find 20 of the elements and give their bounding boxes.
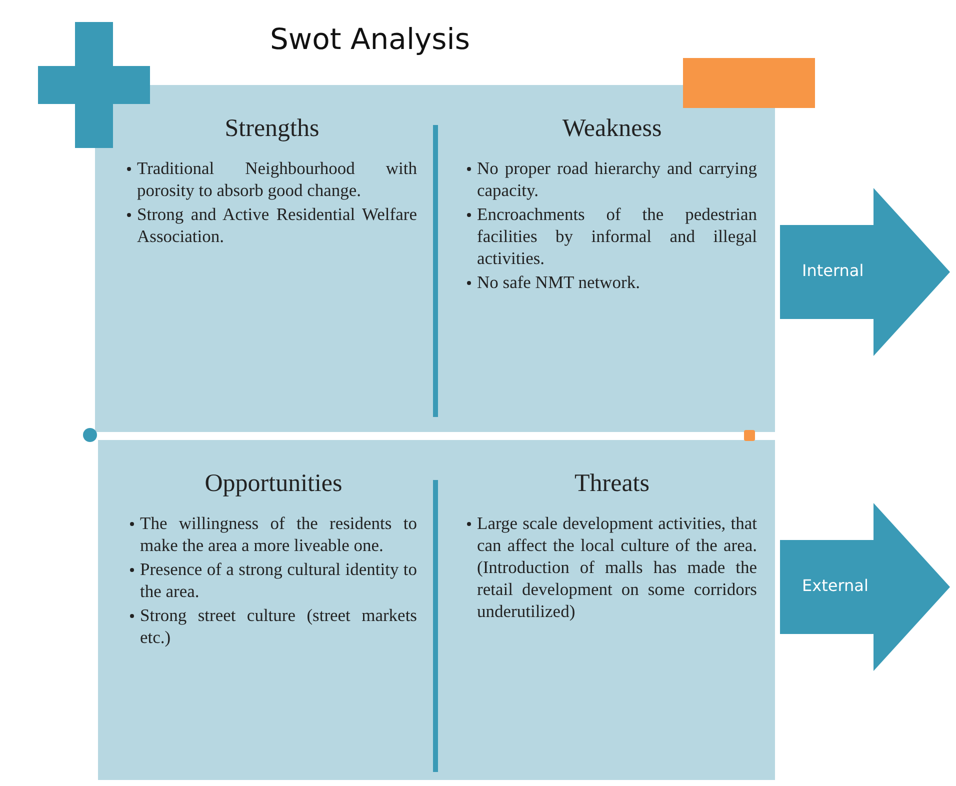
arrow-label: External xyxy=(802,576,868,595)
bullet-point: Traditional Neighbourhood with porosity to absorb good change. xyxy=(127,157,417,201)
bullet-point: Encroachments of the pedestrian facilities by informal and illegal activities. xyxy=(467,203,757,269)
quadrant-panel xyxy=(435,85,775,432)
bullet-point: Strong and Active Residential Welfare Association. xyxy=(127,203,417,247)
title: Swot Analysis xyxy=(270,22,470,56)
bullet-point: No proper road hierarchy and carrying capacity. xyxy=(467,157,757,201)
quadrant-heading: Strengths xyxy=(224,115,320,143)
quadrant-heading: Opportunities xyxy=(204,470,344,498)
quadrant-panel xyxy=(435,440,775,780)
bullet-point: No safe NMT network. xyxy=(467,271,757,293)
quadrant-heading: Threats xyxy=(574,470,650,498)
bullet-point: Large scale development activities, that can affect the local culture of the area. (Introduction of malls has made the retail development on some corridors underutilized) xyxy=(467,512,757,622)
quadrant-heading: Weakness xyxy=(561,115,663,143)
bullet-point: Presence of a strong cultural identity to the area. xyxy=(130,558,417,602)
quadrant-panel xyxy=(98,440,435,780)
bullet-point: Strong street culture (street markets etc.) xyxy=(130,604,417,648)
bullet-point: The willingness of the residents to make the area a more liveable one. xyxy=(130,512,417,556)
arrow-label: Internal xyxy=(802,261,864,280)
quadrant-panel xyxy=(95,85,435,432)
